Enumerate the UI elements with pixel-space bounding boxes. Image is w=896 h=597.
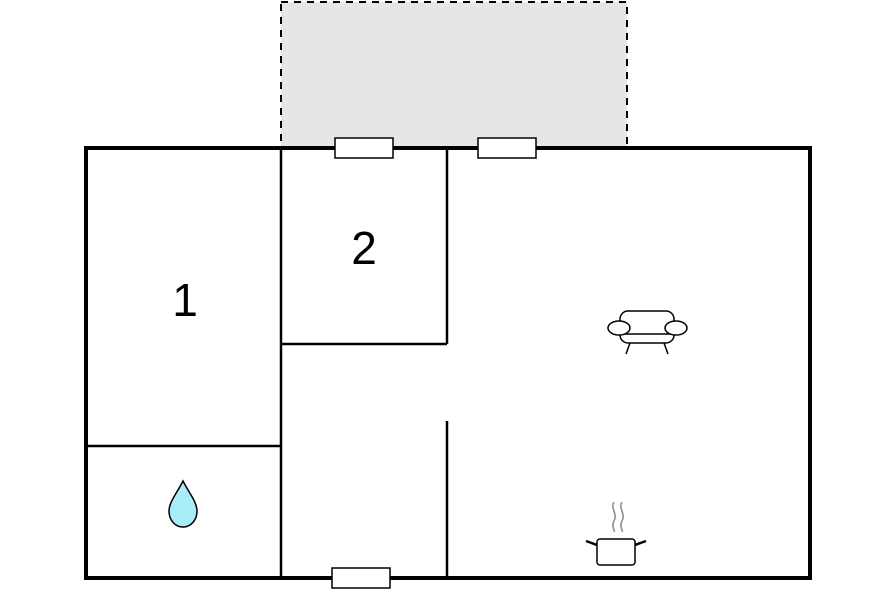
room-label-1: 1	[172, 274, 198, 326]
terrace-area	[280, 1, 628, 149]
window-top-right	[477, 137, 537, 159]
entrance-door	[331, 567, 391, 589]
sofa-icon	[607, 310, 688, 355]
water-drop-icon	[168, 479, 198, 528]
window-top-left	[334, 137, 394, 159]
room-label-2: 2	[351, 222, 377, 274]
interior-walls	[86, 148, 449, 578]
cooking-pot-icon	[585, 501, 647, 566]
